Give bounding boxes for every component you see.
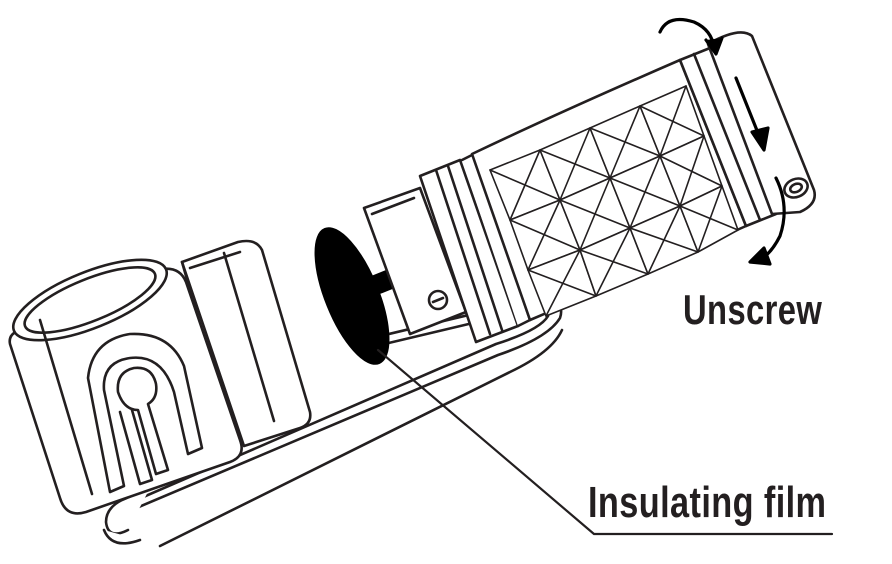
film-leader-line [376,348,834,536]
unscrew-label: Unscrew [683,286,823,333]
rotate-arrow-icon [658,18,786,266]
battery-tube [362,31,816,344]
insulating-film-label: Insulating film [588,478,827,527]
flashlight-head [8,239,312,515]
